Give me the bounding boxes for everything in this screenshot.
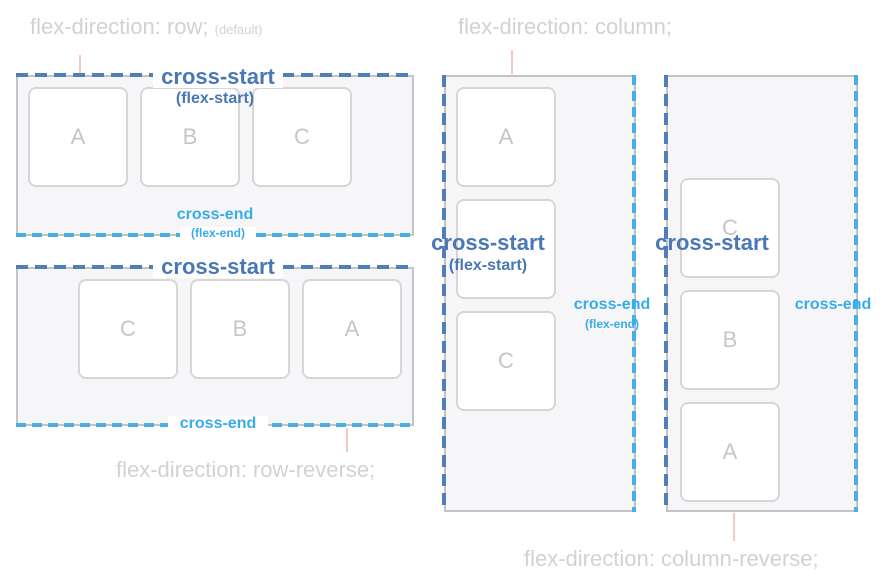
flex-start-label: (flex-start) [175,90,255,107]
flex-item: A [456,87,556,187]
flex-item: C [680,178,780,278]
cross-end-label: cross-end [176,206,254,223]
caption-row-reverse-tick [346,428,348,452]
cross-end-label: cross-end [794,296,872,313]
cross-start-line [442,75,446,512]
caption-row-tick [79,55,81,75]
cross-end-label: cross-end [168,416,268,432]
cross-start-label: cross-start [153,66,283,88]
cross-start-label: cross-start [431,230,545,255]
flex-item: A [302,279,402,379]
cross-start-line [664,75,668,512]
cross-end-line [854,75,858,512]
flex-end-label: (flex-end) [585,317,639,331]
flex-container-column: A C [444,75,636,512]
caption-column: flex-direction: column; [458,14,672,39]
flex-item: A [28,87,128,187]
cross-start-label: cross-start [655,230,769,255]
flex-item: B [190,279,290,379]
cross-end-line [632,75,636,512]
flex-container-row-reverse: C B A [16,267,414,426]
flex-item: C [78,279,178,379]
flex-end-label: (flex-end) [180,227,256,239]
caption-row-reverse: flex-direction: row-reverse; [116,457,376,482]
flex-item: A [680,402,780,502]
caption-row-default: (default) [214,22,263,37]
caption-column-reverse: flex-direction: column-reverse; [524,546,819,571]
caption-column-reverse-tick [733,513,735,541]
flex-item: C [252,87,352,187]
flex-item: B [140,87,240,187]
flex-container-column-reverse: C B A [666,75,858,512]
caption-row-text: flex-direction: row; [30,14,209,39]
cross-end-label: cross-end [573,296,651,313]
flex-item: B [680,290,780,390]
flex-start-label: (flex-start) [448,257,528,274]
caption-row: flex-direction: row; (default) [30,14,262,40]
flex-item: C [456,311,556,411]
caption-column-tick [511,50,513,74]
flex-item [456,199,556,299]
flex-container-row: A B C [16,75,414,236]
cross-start-label: cross-start [153,256,283,278]
